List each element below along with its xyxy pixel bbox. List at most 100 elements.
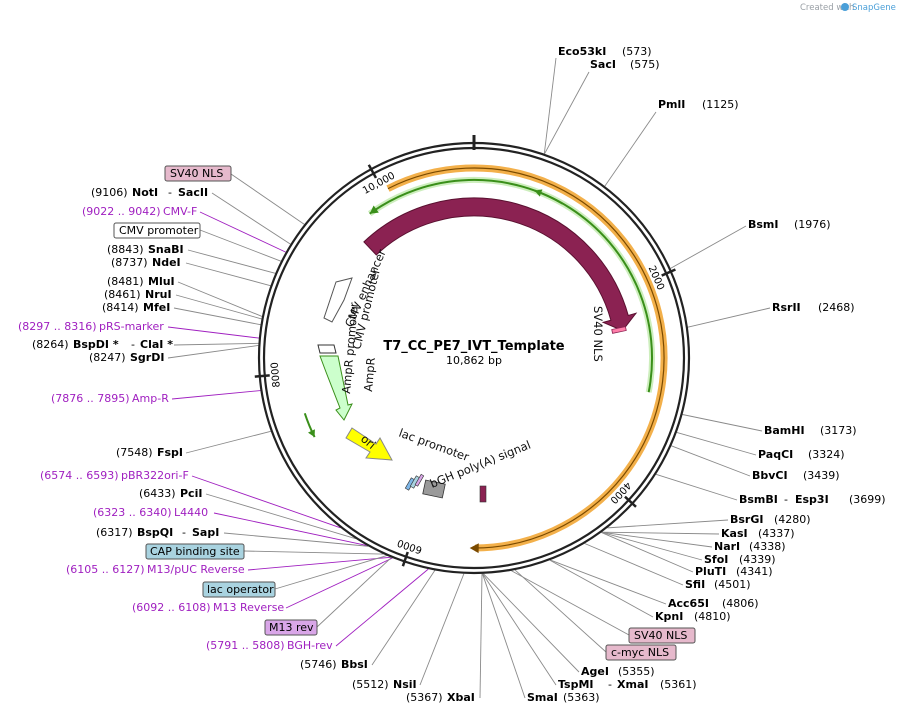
enzyme-bsrgi[interactable]: BsrGI(4280) bbox=[730, 513, 811, 526]
enzyme-bspqi-sapi[interactable]: (6317)BspQI-SapI bbox=[96, 526, 219, 539]
enzyme-tspmi-xmai[interactable]: TspMI-XmaI(5361) bbox=[558, 678, 697, 691]
svg-text:Eco53kI: Eco53kI bbox=[558, 45, 606, 58]
enzyme-snabi[interactable]: (8843)SnaBI bbox=[107, 243, 184, 256]
cmv-enhancer-feature bbox=[323, 277, 353, 323]
enzyme-pluti[interactable]: PluTI(4341) bbox=[695, 565, 773, 578]
leader-right-2 bbox=[604, 111, 657, 187]
enzyme-noti-sacii[interactable]: (9106)NotI-SacII bbox=[91, 186, 208, 199]
svg-text:Amp-R: Amp-R bbox=[132, 392, 169, 405]
svg-text:BsrGI: BsrGI bbox=[730, 513, 763, 526]
svg-text:(5746): (5746) bbox=[300, 658, 337, 671]
enzyme-pcii[interactable]: (6433)PciI bbox=[139, 487, 202, 500]
leader-left-5 bbox=[173, 307, 261, 326]
svg-text:Acc65I: Acc65I bbox=[668, 597, 709, 610]
c-myc-nls-box[interactable]: c-myc NLS bbox=[605, 644, 677, 661]
leader-right-6 bbox=[676, 432, 757, 456]
tick-mark-4 bbox=[367, 164, 378, 179]
m13-rev-box[interactable]: M13 rev bbox=[264, 619, 318, 636]
leader-right-10 bbox=[601, 531, 720, 535]
cmv-promoter-box[interactable]: CMV promoter bbox=[113, 222, 201, 239]
leader-primer-3 bbox=[191, 475, 341, 529]
enzyme-kpni[interactable]: KpnI(4810) bbox=[655, 610, 731, 623]
enzyme-fspi[interactable]: (7548)FspI bbox=[116, 446, 183, 459]
primer-pbr322ori-f[interactable]: (6574 .. 6593)pBR322ori-F bbox=[40, 469, 189, 482]
leader-box-0 bbox=[230, 173, 305, 225]
enzyme-saci[interactable]: SacI(575) bbox=[590, 58, 660, 71]
enzyme-eco53ki[interactable]: Eco53kI(573) bbox=[558, 45, 652, 58]
leader-box-6 bbox=[514, 569, 607, 653]
enzyme-pmli[interactable]: PmlI(1125) bbox=[658, 98, 739, 111]
enzyme-ndei[interactable]: (8737)NdeI bbox=[111, 256, 181, 269]
leader-left-1 bbox=[187, 249, 276, 274]
primer-l4440[interactable]: (6323 .. 6340)L4440 bbox=[93, 506, 208, 519]
enzyme-mfei[interactable]: (8414)MfeI bbox=[102, 301, 170, 314]
primer-bgh-rev[interactable]: (5791 .. 5808)BGH-rev bbox=[206, 639, 333, 652]
enzyme-nari[interactable]: NarI(4338) bbox=[714, 540, 786, 553]
enzyme-nsii[interactable]: (5512)NsiI bbox=[352, 678, 417, 691]
primer-cmv-f[interactable]: (9022 .. 9042)CMV-F bbox=[82, 205, 197, 218]
sv40-nls-box-top[interactable]: SV40 NLS bbox=[164, 165, 232, 182]
enzyme-sfii[interactable]: SfiI(4501) bbox=[685, 578, 751, 591]
svg-text:(5355): (5355) bbox=[618, 665, 655, 678]
leader-primer-4 bbox=[213, 512, 367, 546]
svg-text:FspI: FspI bbox=[157, 446, 183, 459]
svg-text:M13 Reverse: M13 Reverse bbox=[213, 601, 284, 614]
enzyme-bbvci[interactable]: BbvCI(3439) bbox=[752, 469, 840, 482]
enzyme-nrui[interactable]: (8461)NruI bbox=[104, 288, 172, 301]
primer-amp-r[interactable]: (7876 .. 7895)Amp-R bbox=[51, 392, 169, 405]
svg-text:PaqCI: PaqCI bbox=[758, 448, 793, 461]
lac-operator-box[interactable]: lac operator bbox=[202, 581, 276, 598]
svg-text:(8737): (8737) bbox=[111, 256, 148, 269]
leader-box-5 bbox=[511, 570, 630, 636]
enzyme-bspdi-clai[interactable]: (8264)BspDI *-ClaI * bbox=[32, 338, 173, 351]
svg-text:PmlI: PmlI bbox=[658, 98, 685, 111]
cap-binding-site-box[interactable]: CAP binding site bbox=[145, 543, 245, 560]
enzyme-smai[interactable]: SmaI(5363) bbox=[527, 691, 600, 704]
svg-text:TspMI: TspMI bbox=[558, 678, 594, 691]
svg-text:NarI: NarI bbox=[714, 540, 740, 553]
enzyme-bamhi[interactable]: BamHI(3173) bbox=[764, 424, 857, 437]
svg-text:CMV-F: CMV-F bbox=[163, 205, 197, 218]
sv40-nls-feature bbox=[611, 326, 627, 334]
leader-left-4 bbox=[175, 294, 262, 320]
svg-text:pRS-marker: pRS-marker bbox=[99, 320, 164, 333]
svg-text:(3173): (3173) bbox=[820, 424, 857, 437]
leader-left-8 bbox=[185, 430, 271, 454]
tick-label-2: 6000 bbox=[396, 537, 424, 556]
sv40-nls-box-bottom[interactable]: SV40 NLS bbox=[628, 627, 696, 644]
enzyme-mlui[interactable]: (8481)MluI bbox=[107, 275, 175, 288]
leader-right-9 bbox=[607, 519, 729, 529]
enzyme-bsmi[interactable]: BsmI(1976) bbox=[748, 218, 831, 231]
primer-prs-marker[interactable]: (8297 .. 8316)pRS-marker bbox=[18, 320, 164, 333]
svg-text:SapI: SapI bbox=[192, 526, 219, 539]
primer-m13-reverse[interactable]: (6092 .. 6108)M13 Reverse bbox=[132, 601, 284, 614]
enzyme-agei[interactable]: AgeI(5355) bbox=[581, 665, 655, 678]
svg-text:(2468): (2468) bbox=[818, 301, 855, 314]
enzyme-rsrii[interactable]: RsrII (2468) bbox=[772, 301, 855, 314]
leader-box-2 bbox=[243, 550, 384, 555]
svg-text:KasI: KasI bbox=[721, 527, 748, 540]
green-ampr-arrowhead bbox=[308, 429, 315, 438]
enzyme-xbai[interactable]: (5367)XbaI bbox=[406, 691, 475, 704]
svg-text:(8247): (8247) bbox=[89, 351, 126, 364]
svg-text:(4337): (4337) bbox=[758, 527, 795, 540]
bgh-polya-feature bbox=[479, 485, 487, 503]
leader-box-1 bbox=[199, 229, 282, 262]
enzyme-bsmbi-esp3i[interactable]: BsmBI-Esp3I(3699) bbox=[739, 493, 886, 506]
svg-text:BspQI: BspQI bbox=[137, 526, 173, 539]
enzyme-sgrdi[interactable]: (8247)SgrDI bbox=[89, 351, 164, 364]
svg-text:c-myc NLS: c-myc NLS bbox=[611, 646, 669, 659]
tick-mark-3 bbox=[254, 374, 270, 378]
enzyme-acc65i[interactable]: Acc65I(4806) bbox=[668, 597, 759, 610]
enzyme-bbsi[interactable]: (5746) BbsI bbox=[300, 658, 368, 671]
svg-text:RsrII: RsrII bbox=[772, 301, 801, 314]
enzyme-sfoi[interactable]: SfoI(4339) bbox=[704, 553, 776, 566]
leader-left-11 bbox=[371, 570, 436, 666]
primer-m13-puc-reverse[interactable]: (6105 .. 6127)M13/pUC Reverse bbox=[66, 563, 245, 576]
svg-text:BbsI: BbsI bbox=[341, 658, 368, 671]
boxed-feature-labels: SV40 NLS CMV promoter CAP binding site l… bbox=[113, 165, 696, 661]
orange-feature-arrowhead bbox=[469, 543, 479, 554]
enzyme-kasi[interactable]: KasI (4337) bbox=[721, 527, 795, 540]
enzyme-paqci[interactable]: PaqCI(3324) bbox=[758, 448, 845, 461]
